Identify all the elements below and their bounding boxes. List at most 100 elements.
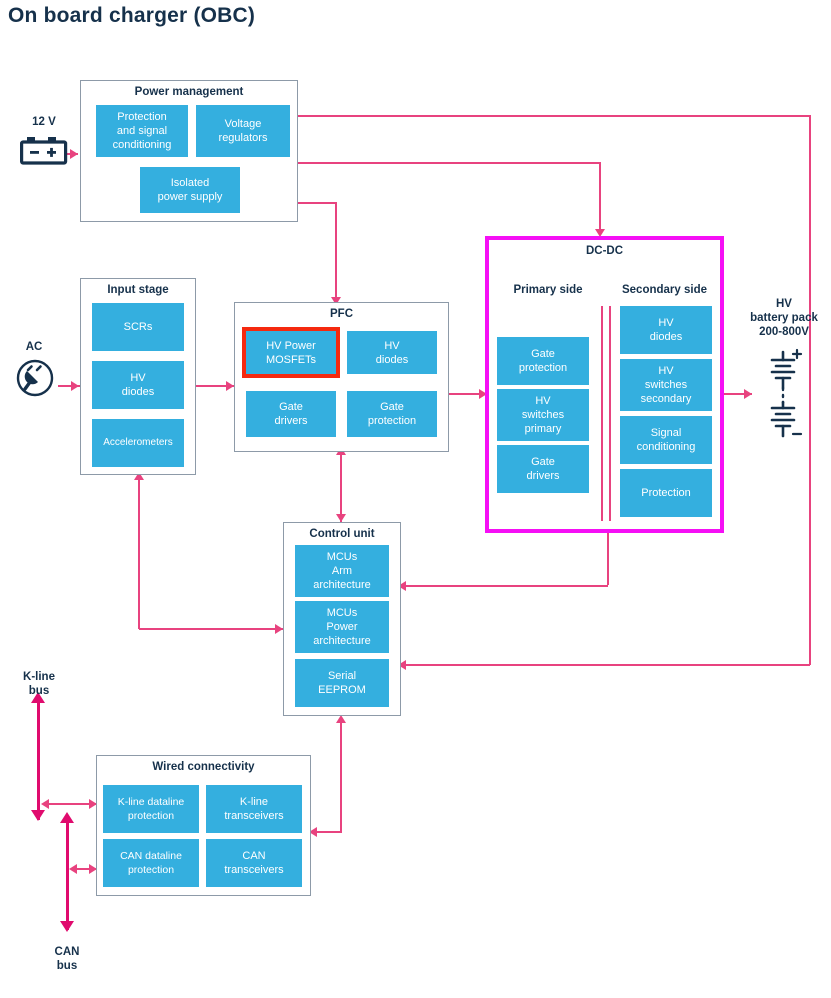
block-label: Gate protection xyxy=(518,348,568,374)
isolation-barrier-line-2 xyxy=(609,306,611,521)
label-ac: AC xyxy=(25,341,43,353)
connector-dcdc-to-hvbattery xyxy=(724,393,752,395)
block-label: Gate drivers xyxy=(274,401,308,427)
block-label: Signal conditioning xyxy=(636,427,696,453)
arrowhead-dcdc-to-hvbattery xyxy=(744,389,752,399)
connector-controlunit-to-inputstage-vertical xyxy=(138,480,140,629)
arrowhead-wired-to-controlunit xyxy=(336,715,346,723)
block-label: Serial EEPROM xyxy=(318,670,366,696)
block-label: MCUs Power architecture xyxy=(313,607,371,647)
block-kline-transceivers[interactable]: K-line transceivers xyxy=(206,785,302,833)
block-input-hv-diodes[interactable]: HV diodes xyxy=(92,361,184,409)
block-voltage-regulators[interactable]: Voltage regulators xyxy=(196,105,290,157)
block-pfc-gate-protection[interactable]: Gate protection xyxy=(347,391,437,437)
arrowhead-can-up xyxy=(60,812,74,823)
block-isolated-power-supply[interactable]: Isolated power supply xyxy=(140,167,240,213)
arrowhead-pm-to-dcdc xyxy=(595,229,605,237)
connector-dcdc-to-controlunit xyxy=(401,585,608,587)
car-battery-icon xyxy=(20,136,68,166)
block-mcus-power-architecture[interactable]: MCUs Power architecture xyxy=(295,601,389,653)
block-dcdc-hv-switches-primary[interactable]: HV switches primary xyxy=(497,389,589,441)
arrowhead-kline-to-wired-left xyxy=(41,799,49,809)
can-bus-line2: bus xyxy=(56,960,78,972)
block-label: Protection and signal conditioning xyxy=(112,111,172,151)
arrowhead-right-to-controlunit xyxy=(398,660,406,670)
ac-plug-icon xyxy=(14,358,58,402)
connector-inputstage-to-pfc xyxy=(196,385,234,387)
block-label: HV diodes xyxy=(375,339,409,366)
block-kline-dataline-protection[interactable]: K-line dataline protection xyxy=(103,785,199,833)
connector-pm-right-vertical xyxy=(809,115,811,665)
hv-battery-line2: battery pack xyxy=(750,312,818,324)
block-label: HV switches primary xyxy=(521,395,565,435)
block-label: Isolated power supply xyxy=(157,177,223,203)
block-scrs[interactable]: SCRs xyxy=(92,303,184,351)
block-dcdc-primary-gate-drivers[interactable]: Gate drivers xyxy=(497,445,589,493)
block-mcus-arm-architecture[interactable]: MCUs Arm architecture xyxy=(295,545,389,597)
battery-cell-stack-icon xyxy=(760,348,806,440)
block-accelerometers[interactable]: Accelerometers xyxy=(92,419,184,467)
can-bus-line1: CAN xyxy=(54,946,80,958)
block-label: Gate drivers xyxy=(526,456,560,482)
block-label: Voltage regulators xyxy=(218,118,268,144)
block-label: HV switches secondary xyxy=(640,365,692,405)
label-can-bus: CAN bus xyxy=(36,945,98,973)
block-pfc-hv-diodes[interactable]: HV diodes xyxy=(347,331,437,374)
connector-kline-bus xyxy=(37,700,40,820)
block-dcdc-signal-conditioning[interactable]: Signal conditioning xyxy=(620,416,712,464)
block-pfc-gate-drivers[interactable]: Gate drivers xyxy=(246,391,336,437)
block-can-dataline-protection[interactable]: CAN dataline protection xyxy=(103,839,199,887)
block-label: HV Power MOSFETs xyxy=(265,339,317,366)
block-dcdc-protection[interactable]: Protection xyxy=(620,469,712,517)
block-label: Gate protection xyxy=(367,401,417,427)
group-title-pfc: PFC xyxy=(330,308,353,320)
block-label: CAN transceivers xyxy=(224,850,284,876)
connector-can-bus xyxy=(66,820,69,930)
isolation-barrier-line-1 xyxy=(601,306,603,521)
arrowhead-inputstage-to-pfc xyxy=(226,381,234,391)
connector-ac-to-inputstage xyxy=(58,385,80,387)
connector-pm-to-dcdc-vertical xyxy=(599,162,601,234)
connector-wired-branch xyxy=(313,831,341,833)
arrowhead-kline-up xyxy=(31,692,45,703)
block-serial-eeprom[interactable]: Serial EEPROM xyxy=(295,659,389,707)
arrowhead-wired-branch xyxy=(309,827,317,837)
block-label: HV diodes xyxy=(649,317,683,343)
arrowhead-controlunit-left xyxy=(275,624,283,634)
block-dcdc-primary-gate-protection[interactable]: Gate protection xyxy=(497,337,589,385)
block-label: CAN dataline protection xyxy=(120,850,182,876)
connector-wired-to-controlunit-vertical xyxy=(340,723,342,833)
label-12v: 12 V xyxy=(32,116,56,128)
block-label: HV diodes xyxy=(121,372,155,398)
block-label: K-line transceivers xyxy=(224,796,284,822)
block-label: K-line dataline protection xyxy=(117,796,185,822)
group-title-wired-connectivity: Wired connectivity xyxy=(152,761,255,773)
connector-pm-to-controlunit-top xyxy=(298,115,811,117)
arrowhead-pfc-to-dcdc xyxy=(479,389,487,399)
arrowhead-can-to-wired-left xyxy=(69,864,77,874)
label-kline-bus: K-line bus xyxy=(8,670,70,698)
block-dcdc-secondary-hv-diodes[interactable]: HV diodes xyxy=(620,306,712,354)
connector-kline-to-wired xyxy=(44,803,96,805)
block-can-transceivers[interactable]: CAN transceivers xyxy=(206,839,302,887)
connector-pm-to-dcdc xyxy=(298,162,601,164)
connector-pfc-controlunit xyxy=(340,452,342,522)
connector-right-to-controlunit xyxy=(401,664,810,666)
arrowhead-pfc-to-controlunit xyxy=(336,514,346,522)
label-hv-battery-pack: HV battery pack 200-800V xyxy=(740,297,828,339)
connector-controlunit-to-inputstage xyxy=(139,628,283,630)
connector-pfc-to-dcdc xyxy=(449,393,487,395)
block-label: Protection xyxy=(641,487,691,499)
arrowhead-12v-to-pm xyxy=(70,149,78,159)
connector-pm-to-pfc xyxy=(298,202,337,204)
block-protection-and-signal-conditioning[interactable]: Protection and signal conditioning xyxy=(96,105,188,157)
subtitle-primary-side: Primary side xyxy=(513,284,583,296)
arrowhead-to-inputstage-bottom xyxy=(134,472,144,480)
arrowhead-can-to-wired-right xyxy=(89,864,97,874)
block-dcdc-hv-switches-secondary[interactable]: HV switches secondary xyxy=(620,359,712,411)
arrowhead-ac-to-inputstage xyxy=(71,381,79,391)
block-label: SCRs xyxy=(123,321,153,333)
kline-bus-line1: K-line xyxy=(23,671,55,683)
block-hv-power-mosfets[interactable]: HV Power MOSFETs xyxy=(242,327,340,378)
